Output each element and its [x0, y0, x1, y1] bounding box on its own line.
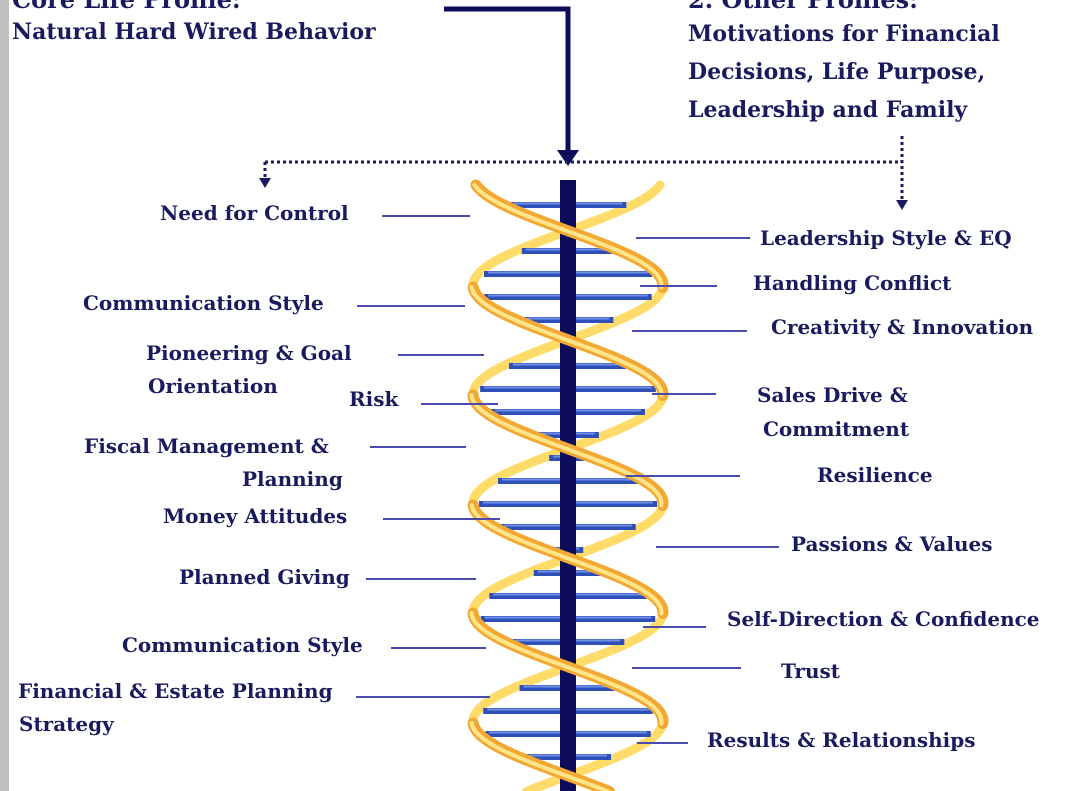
label-money-attitudes: Money Attitudes — [163, 504, 348, 528]
label-sales-drive: Sales Drive & — [757, 383, 908, 407]
other-profiles-title: 2. Other Profiles: — [688, 0, 918, 19]
label-trust: Trust — [781, 659, 841, 683]
core-profile-title: Core Life Profile: — [12, 0, 241, 19]
core-profile-subtitle: Natural Hard Wired Behavior — [12, 19, 376, 45]
label-communication-style-2: Communication Style — [122, 633, 363, 657]
label-passions-values: Passions & Values — [791, 532, 993, 556]
core-profile-arrow — [444, 6, 571, 152]
left-leader-lines — [356, 215, 500, 698]
other-profiles-line-2: Decisions, Life Purpose, — [688, 59, 986, 85]
helix-highlight — [599, 787, 610, 791]
core-profile-arrowhead — [557, 150, 579, 166]
label-strategy: Strategy — [19, 712, 114, 736]
helix-front-strand — [467, 179, 669, 791]
label-self-direction: Self-Direction & Confidence — [727, 607, 1040, 631]
dotted-arrowhead-left — [259, 178, 271, 188]
left-border — [0, 0, 9, 791]
other-profiles-line-1: Motivations for Financial — [688, 21, 1000, 47]
label-planned-giving: Planned Giving — [179, 565, 350, 589]
helix-segment — [522, 784, 538, 791]
label-orientation: Orientation — [148, 374, 278, 398]
central-spine — [560, 180, 576, 791]
label-resilience: Resilience — [817, 463, 933, 487]
dotted-arrowhead-right — [896, 200, 908, 210]
other-profiles-line-3: Leadership and Family — [688, 97, 968, 123]
label-communication-style-1: Communication Style — [83, 291, 324, 315]
label-planning: Planning — [242, 467, 343, 491]
label-financial-estate-planning: Financial & Estate Planning — [18, 679, 333, 703]
label-handling-conflict: Handling Conflict — [753, 271, 952, 295]
dotted-branch — [263, 136, 904, 200]
label-commitment: Commitment — [763, 417, 910, 441]
right-leader-lines — [626, 237, 779, 744]
label-need-for-control: Need for Control — [160, 201, 349, 225]
label-leadership-style: Leadership Style & EQ — [760, 226, 1012, 250]
label-creativity-innovation: Creativity & Innovation — [771, 315, 1034, 339]
label-pioneering-goal: Pioneering & Goal — [146, 341, 352, 365]
label-fiscal-management: Fiscal Management & — [84, 434, 329, 458]
label-results-relationships: Results & Relationships — [707, 728, 976, 752]
label-risk: Risk — [349, 387, 399, 411]
